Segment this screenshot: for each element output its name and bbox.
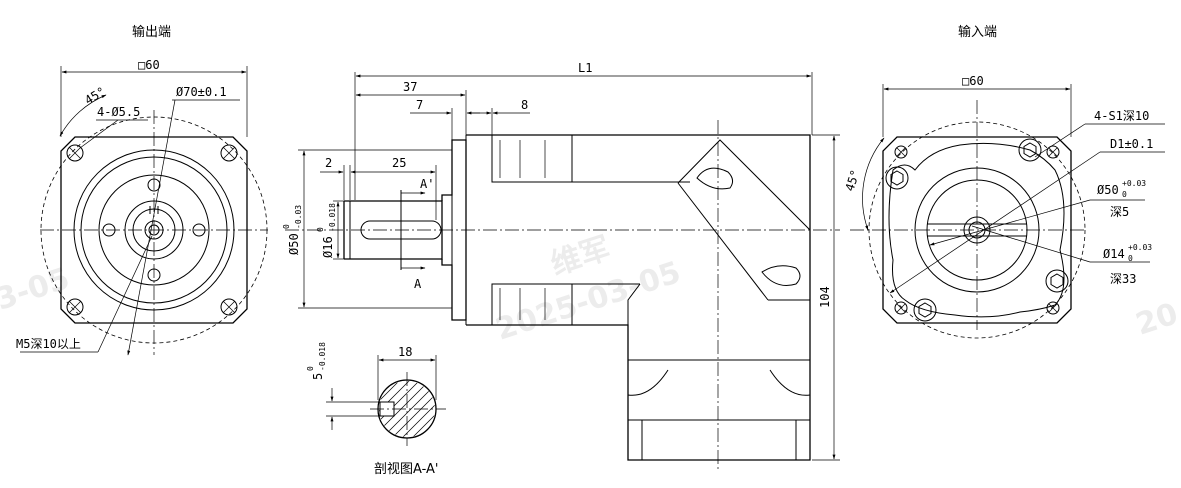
svg-text:-0.018: -0.018	[318, 342, 327, 371]
input-hex-bolts	[885, 138, 1069, 322]
dim-8-label: 8	[521, 98, 528, 112]
side-view: L1 37 7 8 2 25 A' A Ø50	[282, 61, 840, 470]
input-square-label: □60	[962, 74, 984, 88]
input-d1-label: D1±0.1	[1110, 137, 1153, 151]
dim-25-label: 25	[392, 156, 406, 170]
input-depth33-label: 深33	[1110, 272, 1136, 286]
shaft-dim-label: Ø16 0 -0.018	[316, 203, 337, 258]
section-title: 剖视图A-A'	[374, 462, 438, 477]
svg-text:0: 0	[1128, 254, 1133, 263]
section-view: 18 5 0 -0.018 剖视图A-A'	[306, 342, 446, 477]
output-pcd-circle	[40, 116, 268, 344]
input-angle-label: 45°	[843, 168, 863, 193]
svg-text:0: 0	[316, 227, 325, 232]
svg-text:0: 0	[282, 224, 291, 229]
spigot-dim-label: Ø50 0 -0.03	[282, 205, 303, 255]
svg-text:3-05: 3-05	[0, 261, 74, 317]
svg-text:20: 20	[1132, 296, 1181, 342]
output-thread-label: M5深10以上	[16, 337, 81, 351]
svg-text:0: 0	[306, 366, 315, 371]
input-bore14-label: Ø14	[1103, 247, 1125, 261]
dim-2-label: 2	[325, 156, 332, 170]
output-end-view: 输出端	[16, 24, 268, 356]
svg-text:-0.018: -0.018	[328, 203, 337, 232]
output-pcd-label: Ø70±0.1	[176, 85, 227, 99]
output-corner-holes	[66, 144, 238, 316]
height-label: 104	[818, 286, 832, 308]
output-flange-square	[60, 136, 248, 324]
svg-text:+0.03: +0.03	[1122, 179, 1146, 188]
input-holes-label: 4-S1深10	[1094, 109, 1149, 123]
section-width-label: 18	[398, 345, 412, 359]
output-end-title: 输出端	[132, 24, 171, 40]
dim-37-label: 37	[403, 80, 417, 94]
svg-text:Ø16: Ø16	[321, 236, 335, 258]
total-length-label: L1	[578, 61, 592, 75]
svg-text:+0.03: +0.03	[1128, 243, 1152, 252]
watermark: 维军 2025-03-05 3-05 20	[0, 231, 1181, 348]
input-bore50-label: Ø50	[1097, 183, 1119, 197]
section-mark-a2: A'	[420, 177, 434, 191]
section-mark-a: A	[414, 277, 422, 291]
svg-text:0: 0	[1122, 190, 1127, 199]
svg-text:维军: 维军	[547, 231, 615, 283]
output-holes-label: 4-Ø5.5	[97, 105, 140, 119]
key-dim-label: 5 0 -0.018	[306, 342, 327, 380]
svg-text:Ø50: Ø50	[287, 233, 301, 255]
output-shaft	[343, 200, 443, 260]
input-end-view: 输入端 □60 45°	[843, 24, 1165, 339]
input-end-title: 输入端	[958, 24, 997, 40]
svg-text:5: 5	[311, 373, 325, 380]
input-corner-holes	[894, 145, 1060, 315]
dim-7-label: 7	[416, 98, 423, 112]
output-threaded-holes	[102, 178, 206, 282]
input-depth5-label: 深5	[1110, 205, 1129, 219]
svg-text:-0.03: -0.03	[294, 205, 303, 229]
output-square-label: □60	[138, 58, 160, 72]
